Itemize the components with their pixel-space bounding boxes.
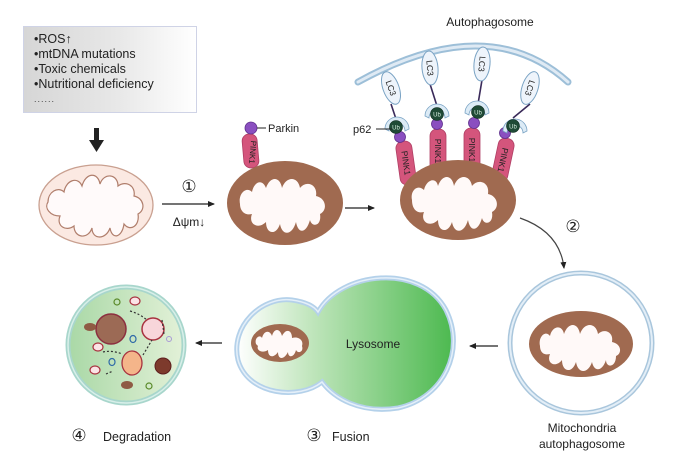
stressor-box: •ROS↑ •mtDNA mutations •Toxic chemicals … <box>23 26 197 113</box>
degradation-autolysosome <box>65 284 187 406</box>
ubiquitin <box>389 120 403 134</box>
lc3-label: LC3 <box>424 60 435 77</box>
step3-label: Fusion <box>332 430 370 444</box>
fusion-autolysosome <box>234 275 456 412</box>
parkin-dot <box>468 117 480 129</box>
parkin-label: Parkin <box>268 123 299 135</box>
lc3-protein: LC3 <box>380 71 402 105</box>
ub-label: Ub <box>474 111 482 117</box>
healthy-mitochondrion <box>38 164 154 246</box>
down-arrow-icon <box>89 128 104 152</box>
lc3-protein: LC3 <box>473 46 491 82</box>
pink1-parkin-mitochondrion: PINK1 Parkin <box>227 121 343 245</box>
step3-number: ③ <box>306 426 321 445</box>
lc3-protein: LC3 <box>520 71 540 105</box>
lysosome-label: Lysosome <box>346 337 401 351</box>
step1-number: ① <box>181 177 196 196</box>
stressor-ros: •ROS↑ <box>34 32 72 46</box>
p62-label: p62 <box>353 124 371 136</box>
step4-label: Degradation <box>103 430 171 444</box>
pink1-label: PINK1 <box>467 138 477 163</box>
stressor-toxic: •Toxic chemicals <box>34 62 126 76</box>
ub-label: Ub <box>433 113 441 119</box>
lc3-label: LC3 <box>476 56 487 73</box>
ubiquitin <box>506 119 520 133</box>
pink1-label: PINK1 <box>399 150 412 176</box>
stressor-nutrition: •Nutritional deficiency <box>34 77 154 91</box>
pink1-label: PINK1 <box>433 139 443 164</box>
step2-arrow-icon <box>519 217 567 269</box>
ubiquitin <box>430 107 444 121</box>
receptor-chain: PINK1 Ub LC3 <box>380 71 417 186</box>
ub-label: Ub <box>392 126 400 132</box>
receptor-chain: PINK1 Ub LC3 <box>421 50 450 174</box>
pink1-label: PINK1 <box>247 140 258 164</box>
receptor-chain: PINK1 Ub LC3 <box>463 46 491 173</box>
pink1-protein: PINK1 <box>395 140 417 186</box>
tagged-mitochondrion <box>400 160 516 240</box>
lc3-protein: LC3 <box>421 50 439 86</box>
lc3-label: LC3 <box>523 79 537 97</box>
autophagosome-label: Autophagosome <box>446 15 534 29</box>
stressor-mtdna: •mtDNA mutations <box>34 47 136 61</box>
ub-label: Ub <box>509 125 517 131</box>
step2-number: ② <box>565 217 580 236</box>
parkin-dot <box>244 121 258 135</box>
mitochondria-autophagosome <box>507 270 655 416</box>
mito-autophagosome-label-line2: autophagosome <box>539 437 625 451</box>
ubiquitin <box>471 105 485 119</box>
membrane-potential-label: Δψm↓ <box>173 215 206 229</box>
stressor-ellipsis: ...... <box>34 94 56 104</box>
mito-autophagosome-label-line1: Mitochondria <box>548 421 617 435</box>
step4-number: ④ <box>71 426 86 445</box>
